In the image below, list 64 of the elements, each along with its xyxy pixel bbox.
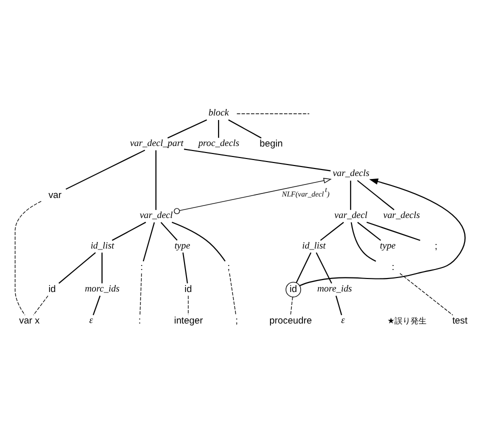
node-text: ;: [434, 240, 438, 251]
node-text: morc_ids: [84, 284, 120, 294]
connector: [350, 222, 376, 262]
node-text: ;: [235, 314, 238, 326]
node-text: :: [392, 260, 394, 272]
arrow: [174, 178, 332, 214]
connector: [357, 180, 394, 210]
node-text: proceudre: [269, 314, 312, 326]
connector: [228, 119, 262, 138]
node-text: ;: [227, 260, 230, 272]
node-text: test: [452, 314, 468, 326]
node-circle: id: [286, 282, 302, 298]
connector: [167, 119, 207, 138]
arrow: [300, 178, 466, 286]
label: ★誤り発生: [387, 315, 427, 326]
node-text: var_decl: [334, 210, 368, 221]
connector: [140, 273, 142, 316]
connector: [160, 222, 178, 241]
connector: [92, 296, 101, 316]
node-text: ε: [341, 316, 345, 326]
node-text: more_ids: [317, 284, 352, 294]
node-text: id_list: [302, 241, 326, 252]
node-text: :: [140, 260, 144, 272]
connector: [336, 296, 342, 316]
node-text: var_decls: [332, 169, 370, 180]
node-text: integer: [174, 314, 203, 326]
node-text: begin: [260, 138, 283, 149]
connector: [350, 180, 352, 210]
connector: [357, 222, 382, 241]
node-text: type: [380, 241, 396, 252]
connector: [296, 252, 312, 283]
node-text: id: [48, 283, 56, 294]
connector: [14, 201, 42, 316]
connector: [290, 296, 293, 316]
node-text: var_decl: [140, 210, 173, 221]
connector: [112, 222, 146, 241]
node-text: var: [48, 188, 62, 200]
connector: [188, 295, 189, 316]
node-text: var x: [19, 314, 40, 326]
node-text: type: [174, 241, 190, 252]
connector: [155, 150, 156, 210]
node-text: ε: [89, 316, 93, 326]
node-text: var_decls: [383, 210, 420, 221]
connector: [142, 222, 155, 262]
connector: [58, 252, 96, 284]
connector: [33, 295, 48, 316]
connector: [218, 120, 220, 138]
node-text: :: [138, 314, 142, 326]
node-text: var_decl_part: [130, 138, 184, 149]
node-text: proc_decls: [198, 138, 240, 149]
connector: [101, 252, 103, 284]
connector: [182, 252, 188, 284]
connector: [236, 113, 310, 114]
connector: [400, 273, 454, 316]
connector: [366, 222, 420, 241]
connector: [66, 150, 146, 190]
node-text: block: [208, 108, 229, 119]
connector: [184, 148, 331, 172]
node-text: id_list: [90, 241, 114, 252]
connector: [229, 273, 236, 316]
connector: [172, 222, 226, 262]
node-text: id: [184, 283, 192, 294]
connector: [316, 252, 332, 284]
connector: [320, 222, 344, 241]
